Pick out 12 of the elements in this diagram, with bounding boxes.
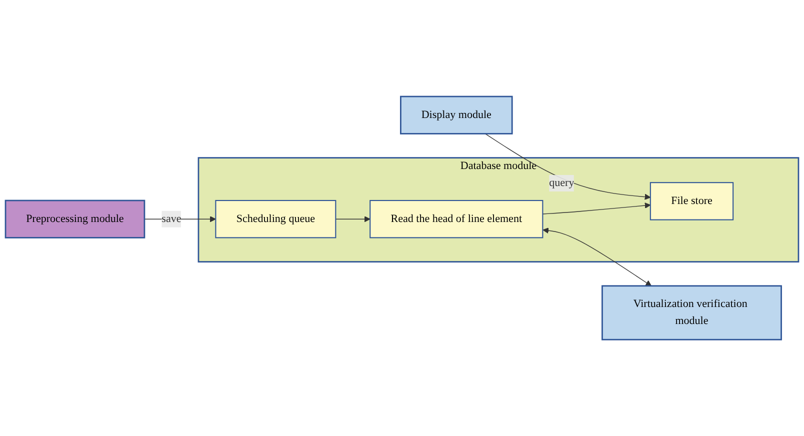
node-box: Read the head of line element [370, 200, 544, 238]
arrow [335, 216, 370, 222]
edge-label: save [162, 212, 182, 225]
node-box: Scheduling queue [215, 200, 336, 238]
arrow [484, 133, 651, 200]
node-box: File store [650, 182, 734, 220]
arrow [542, 228, 652, 286]
node-box: Virtualization verification module [602, 285, 782, 340]
edge-label: query [549, 176, 574, 189]
node-box: Preprocessing module [4, 200, 146, 238]
arrow [542, 202, 651, 214]
node-box: Display module [400, 96, 513, 134]
